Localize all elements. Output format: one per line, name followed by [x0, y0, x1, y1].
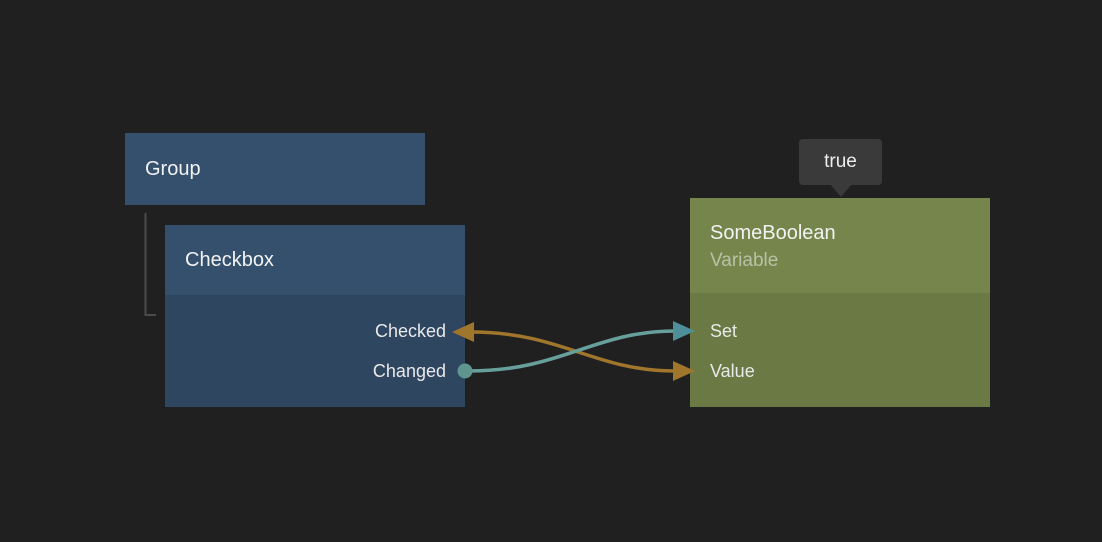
port-set[interactable]: Set: [710, 321, 738, 341]
port-value[interactable]: Value: [710, 361, 755, 381]
arrowhead-into-set: [673, 321, 695, 341]
changed-port-dot[interactable]: [457, 363, 473, 379]
port-checked[interactable]: Checked: [374, 321, 446, 341]
group-child-connector: [144, 213, 156, 316]
node-someboolean-subtitle: Variable: [710, 250, 779, 271]
node-checkbox-title: Checkbox: [185, 249, 274, 271]
port-changed[interactable]: Changed: [372, 361, 446, 381]
node-someboolean-header[interactable]: SomeBoolean Variable: [690, 198, 990, 293]
value-tooltip-text: true: [824, 151, 857, 172]
arrowhead-into-value: [673, 361, 695, 381]
value-tooltip: true: [799, 139, 882, 185]
node-someboolean[interactable]: SomeBoolean Variable Set Value: [690, 198, 990, 407]
node-group-title: Group: [145, 158, 201, 180]
node-someboolean-title: SomeBoolean: [710, 222, 836, 244]
node-group[interactable]: Group: [125, 133, 425, 205]
node-checkbox[interactable]: Checkbox Checked Changed: [165, 225, 465, 407]
arrowhead-into-checked: [452, 322, 474, 342]
wire-changed-set[interactable]: [468, 329, 676, 373]
node-checkbox-header[interactable]: Checkbox: [165, 225, 465, 295]
node-checkbox-body: Checked Changed: [165, 295, 465, 407]
node-someboolean-body: Set Value: [690, 293, 990, 407]
